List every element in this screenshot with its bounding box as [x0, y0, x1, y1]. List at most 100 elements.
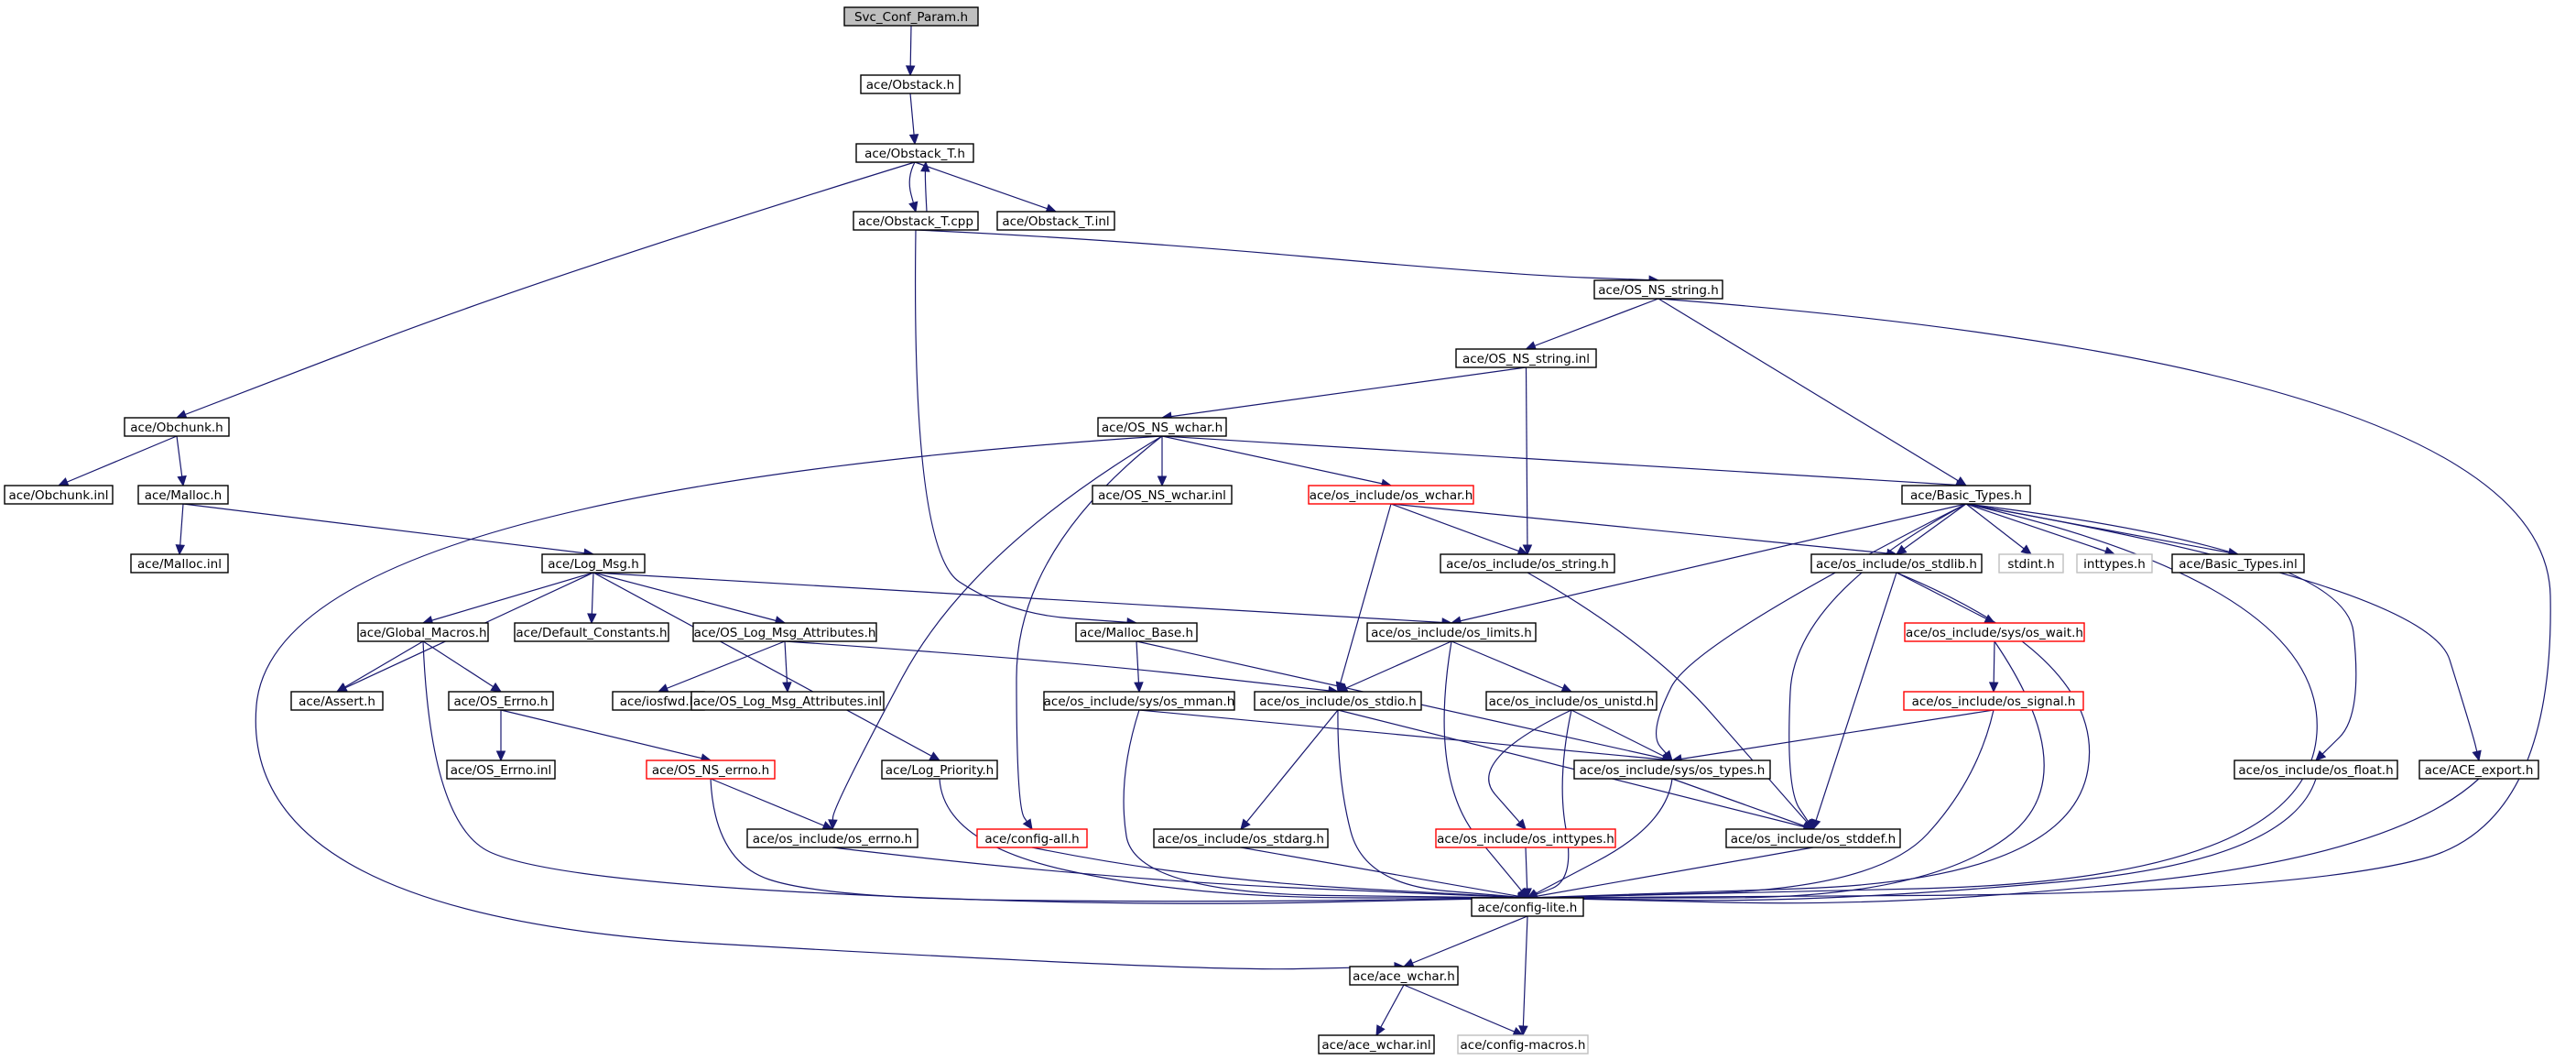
node-os-log-msg-attributes-inl[interactable]: ace/OS_Log_Msg_Attributes.inl	[690, 691, 885, 711]
node-obstack-t-cpp[interactable]: ace/Obstack_T.cpp	[853, 211, 979, 231]
edge-line	[1527, 847, 1814, 899]
node-obstack-t-inl[interactable]: ace/Obstack_T.inl	[996, 211, 1115, 231]
node-os-include-os-stddef-h[interactable]: ace/os_include/os_stddef.h	[1725, 828, 1901, 848]
node-box	[1435, 828, 1616, 848]
edge-line	[58, 435, 178, 486]
node-os-log-msg-attributes-h[interactable]: ace/OS_Log_Msg_Attributes.h	[692, 622, 877, 642]
node-os-include-os-errno-h[interactable]: ace/os_include/os_errno.h	[746, 828, 918, 848]
node-ace-wchar-h[interactable]: ace/ace_wchar.h	[1349, 966, 1459, 986]
node-os-errno-inl[interactable]: ace/OS_Errno.inl	[446, 759, 556, 780]
edge-line	[914, 229, 1137, 624]
edge-line	[658, 640, 786, 693]
node-malloc-h[interactable]: ace/Malloc.h	[137, 485, 229, 505]
edge-os-include-os-signal-h-to-os-include-sys-os-types-h	[1670, 709, 1994, 764]
node-os-ns-wchar-inl[interactable]: ace/OS_NS_wchar.inl	[1092, 485, 1233, 505]
node-log-priority-h[interactable]: ace/Log_Priority.h	[881, 759, 998, 780]
edge-line	[1527, 572, 2091, 899]
edge-malloc-h-to-malloc-inl	[175, 503, 186, 556]
edge-line	[1527, 503, 2318, 899]
edge-os-log-msg-attributes-h-to-iosfwd-h	[657, 640, 786, 694]
node-box	[692, 622, 877, 642]
node-os-ns-string-h[interactable]: ace/OS_NS_string.h	[1593, 279, 1723, 300]
edge-line	[422, 572, 594, 624]
node-label: ace/Obstack_T.cpp	[858, 214, 973, 229]
node-label: ace/Assert.h	[299, 694, 375, 709]
node-box	[357, 622, 489, 642]
edge-obstack-h-to-obstack-t-h	[908, 93, 919, 146]
node-os-include-os-string-h[interactable]: ace/os_include/os_string.h	[1440, 553, 1615, 574]
edge-obstack-t-h-to-obchunk-h	[175, 161, 916, 420]
graph-nodes: Svc_Conf_Param.h ace/Obstack.h ace/Obstack…	[4, 6, 2539, 1055]
node-svc-conf-param-h[interactable]: Svc_Conf_Param.h	[843, 6, 979, 27]
node-config-lite-h[interactable]: ace/config-lite.h	[1471, 897, 1584, 917]
edge-config-lite-h-to-config-macros-h	[1518, 915, 1528, 1037]
node-malloc-base-h[interactable]: ace/Malloc_Base.h	[1075, 622, 1198, 642]
edge-line	[1788, 503, 1967, 830]
node-obstack-t-h[interactable]: ace/Obstack_T.h	[855, 143, 974, 163]
node-os-include-sys-os-wait-h[interactable]: ace/os_include/sys/os_wait.h	[1904, 622, 2085, 642]
node-basic-types-h[interactable]: ace/Basic_Types.h	[1901, 485, 2031, 505]
node-box	[1904, 622, 2085, 642]
node-os-include-os-inttypes-h[interactable]: ace/os_include/os_inttypes.h	[1435, 828, 1616, 848]
arrowhead-icon	[1402, 958, 1415, 967]
node-label: ace/Malloc_Base.h	[1080, 626, 1193, 640]
node-label: ace/Log_Msg.h	[548, 557, 639, 572]
node-box	[1366, 622, 1537, 642]
node-os-include-os-limits-h[interactable]: ace/os_include/os_limits.h	[1366, 622, 1537, 642]
node-obstack-h[interactable]: ace/Obstack.h	[860, 74, 961, 94]
node-label: ace/Obstack_T.inl	[1002, 214, 1109, 229]
edge-line	[1403, 984, 1524, 1036]
node-os-errno-h[interactable]: ace/OS_Errno.h	[448, 691, 554, 711]
edge-obchunk-h-to-malloc-h	[176, 435, 187, 487]
edge-log-msg-h-to-os-log-msg-attributes-h	[592, 572, 787, 626]
node-os-include-os-unistd-h[interactable]: ace/os_include/os_unistd.h	[1485, 691, 1658, 711]
edge-os-include-os-inttypes-h-to-config-lite-h	[1522, 847, 1532, 900]
edge-os-include-os-stdio-h-to-os-include-os-stdarg-h	[1240, 709, 1339, 830]
edge-svc-conf-param-h-to-obstack-h	[905, 25, 916, 77]
edge-os-include-os-limits-h-to-os-include-os-stdio-h	[1336, 640, 1452, 693]
edge-line	[1451, 503, 1967, 624]
node-box	[690, 691, 885, 711]
edge-line	[1965, 503, 2032, 555]
edge-line	[915, 229, 1659, 281]
node-log-msg-h[interactable]: ace/Log_Msg.h	[541, 553, 646, 574]
edge-os-ns-string-inl-to-os-ns-wchar-h	[1160, 366, 1527, 421]
edge-line	[1390, 503, 1528, 555]
node-os-ns-wchar-h[interactable]: ace/OS_NS_wchar.h	[1097, 417, 1227, 437]
node-os-include-os-stdio-h[interactable]: ace/os_include/os_stdio.h	[1254, 691, 1422, 711]
edge-line	[1390, 503, 1897, 555]
node-basic-types-inl[interactable]: ace/Basic_Types.inl	[2171, 553, 2305, 574]
edge-obstack-t-cpp-to-obstack-t-h	[920, 160, 930, 213]
edge-os-include-os-signal-h-to-config-lite-h	[1526, 709, 1994, 902]
node-assert-h[interactable]: ace/Assert.h	[290, 691, 384, 711]
node-malloc-inl[interactable]: ace/Malloc.inl	[130, 553, 229, 574]
node-os-ns-errno-h[interactable]: ace/OS_NS_errno.h	[646, 759, 776, 780]
node-obchunk-h[interactable]: ace/Obchunk.h	[124, 417, 230, 437]
node-os-include-sys-os-types-h[interactable]: ace/os_include/sys/os_types.h	[1573, 759, 1771, 780]
edge-line	[1403, 915, 1528, 967]
node-label: ace/os_include/os_float.h	[2238, 763, 2393, 778]
node-os-ns-string-inl[interactable]: ace/OS_NS_string.inl	[1455, 348, 1597, 368]
node-default-constants-h[interactable]: ace/Default_Constants.h	[514, 622, 669, 642]
edge-os-ns-wchar-h-to-os-include-os-errno-h	[828, 435, 1163, 831]
node-obchunk-inl[interactable]: ace/Obchunk.inl	[4, 485, 114, 505]
edge-os-ns-string-inl-to-os-include-os-string-h	[1522, 366, 1533, 556]
node-iosfwd-h[interactable]: ace/iosfwd.h	[612, 691, 705, 711]
node-box	[1308, 485, 1474, 505]
node-global-macros-h[interactable]: ace/Global_Macros.h	[357, 622, 489, 642]
node-os-include-os-float-h[interactable]: ace/os_include/os_float.h	[2234, 759, 2398, 780]
node-label: ace/OS_NS_wchar.inl	[1098, 488, 1226, 503]
node-os-include-os-stdarg-h[interactable]: ace/os_include/os_stdarg.h	[1153, 828, 1329, 848]
edge-line	[1896, 572, 1995, 624]
node-os-include-os-wchar-h[interactable]: ace/os_include/os_wchar.h	[1308, 485, 1474, 505]
node-box	[853, 211, 979, 231]
node-ace-export-h[interactable]: ace/ACE_export.h	[2418, 759, 2539, 780]
node-os-include-os-signal-h[interactable]: ace/os_include/os_signal.h	[1903, 691, 2084, 711]
node-label: ace/os_include/sys/os_types.h	[1580, 763, 1766, 778]
edge-line	[1896, 503, 1967, 555]
node-os-include-os-stdlib-h[interactable]: ace/os_include/os_stdlib.h	[1810, 553, 1983, 574]
node-config-all-h[interactable]: ace/config-all.h	[976, 828, 1088, 848]
node-os-include-sys-os-mman-h[interactable]: ace/os_include/sys/os_mman.h	[1043, 691, 1235, 711]
edge-line	[1488, 709, 1572, 830]
node-ace-wchar-inl[interactable]: ace/ace_wchar.inl	[1318, 1034, 1435, 1055]
